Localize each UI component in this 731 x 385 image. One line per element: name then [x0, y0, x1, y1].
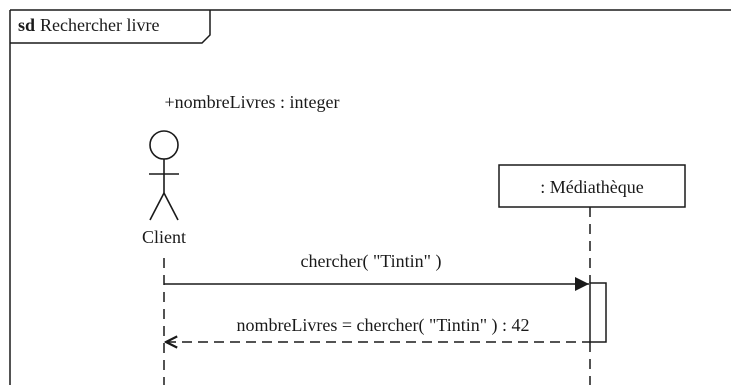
call-message: chercher( "Tintin" )	[164, 251, 589, 291]
client-attribute: +nombreLivres : integer	[164, 92, 339, 112]
reply-message: nombreLivres = chercher( "Tintin" ) : 42	[166, 315, 590, 342]
client-name: Client	[142, 227, 186, 247]
mediatheque-object: : Médiathèque	[498, 164, 686, 385]
mediatheque-box	[498, 164, 686, 208]
frame-title-pentagon	[10, 10, 211, 44]
reply-message-label: nombreLivres = chercher( "Tintin" ) : 42	[236, 315, 529, 336]
activation-bar	[589, 282, 607, 343]
call-message-label: chercher( "Tintin" )	[301, 251, 442, 272]
mediatheque-label: : Médiathèque	[540, 177, 643, 197]
client-actor: +nombreLivres : integer Client	[142, 92, 340, 385]
actor-stick-figure-icon	[149, 130, 179, 221]
